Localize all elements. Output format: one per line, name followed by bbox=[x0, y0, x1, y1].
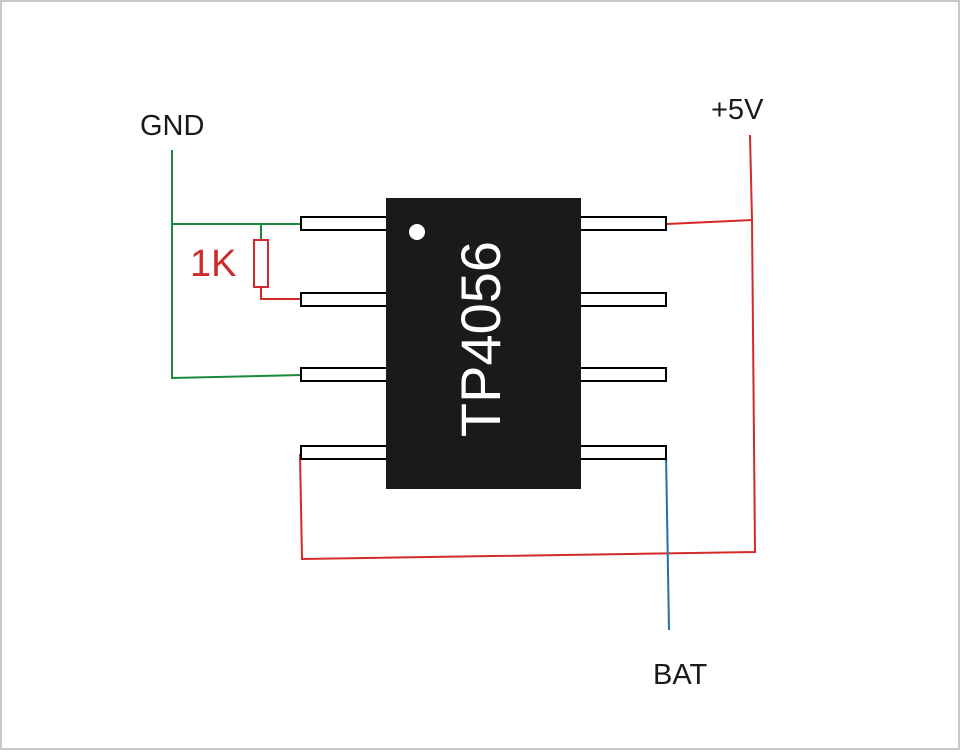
vcc-label: +5V bbox=[711, 94, 764, 126]
pin-2 bbox=[300, 292, 388, 307]
gnd-wire-main bbox=[171, 150, 302, 225]
bat-label: BAT bbox=[653, 659, 708, 691]
pin-3 bbox=[300, 367, 388, 382]
pin-5 bbox=[579, 445, 667, 460]
gnd-label: GND bbox=[140, 110, 204, 142]
resistor-label: 1K bbox=[190, 243, 236, 285]
vcc-wire-loop bbox=[299, 219, 757, 561]
pin-6 bbox=[579, 367, 667, 382]
gnd-wire-pin3 bbox=[171, 224, 303, 380]
power-net bbox=[260, 134, 757, 561]
resistor-to-pin2-wire bbox=[260, 287, 302, 300]
resistor-1k bbox=[253, 239, 269, 288]
pin-8 bbox=[579, 216, 667, 231]
vcc-wire-main bbox=[666, 134, 754, 225]
pin-4 bbox=[300, 445, 388, 460]
chip-body bbox=[386, 198, 581, 489]
pin-7 bbox=[579, 292, 667, 307]
pin1-marker-dot bbox=[409, 224, 425, 240]
bat-wire bbox=[665, 453, 670, 631]
left-pins bbox=[300, 216, 388, 460]
gnd-net bbox=[171, 150, 303, 380]
chip-label: TP4056 bbox=[449, 241, 512, 437]
right-pins bbox=[579, 216, 667, 460]
pin-1 bbox=[300, 216, 388, 231]
